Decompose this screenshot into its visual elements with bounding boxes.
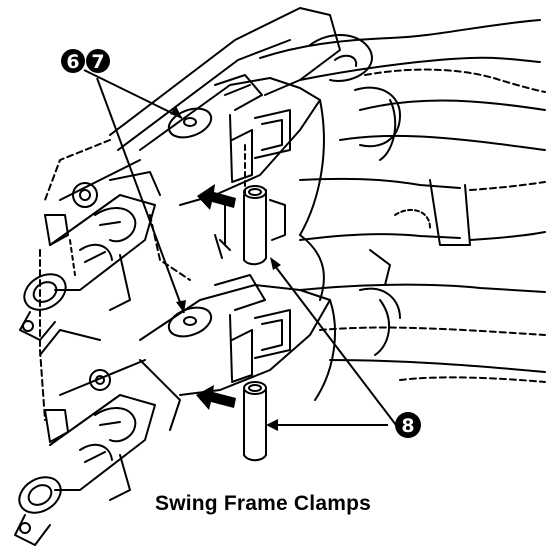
lower-clamp-pin [243, 381, 267, 462]
middle-arms [299, 177, 546, 301]
upper-frame-arm [109, 7, 546, 161]
callout-6: 6 [61, 49, 85, 73]
callout-7-label: 7 [91, 51, 104, 73]
lower-cylinder [14, 329, 181, 546]
leader-arrowhead [170, 106, 182, 118]
upper-clamp-pin [214, 185, 286, 266]
callout-6-7-leaders [83, 69, 185, 314]
insert-arrow-upper [197, 184, 236, 210]
upper-frame-plate [139, 74, 325, 236]
figure-caption: Swing Frame Clamps [155, 492, 371, 515]
leader-arrowhead [270, 257, 281, 270]
upper-cylinder [19, 159, 161, 341]
callout-7: 7 [86, 49, 110, 73]
callout-8-leaders [270, 261, 397, 426]
callout-8-label: 8 [401, 415, 414, 437]
leader-arrowhead [266, 419, 278, 431]
callout-6-label: 6 [66, 51, 79, 73]
lower-frame-plate [139, 249, 546, 401]
insert-arrow-lower [196, 385, 236, 410]
callout-8: 8 [395, 412, 421, 438]
leader-arrowhead [176, 300, 186, 313]
